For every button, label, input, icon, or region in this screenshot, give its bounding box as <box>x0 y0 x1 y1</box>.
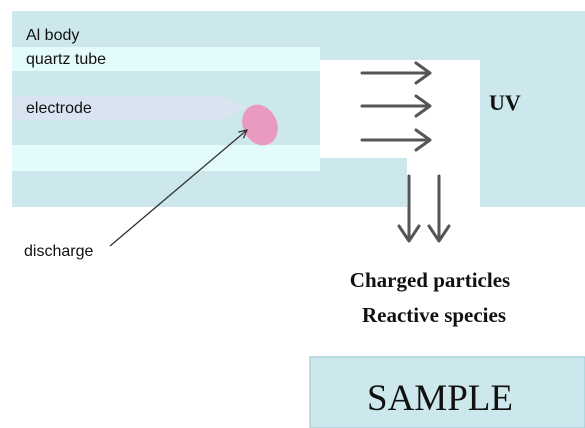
electrode-label: electrode <box>26 100 92 117</box>
products-line-1: Charged particles <box>350 268 510 292</box>
down-arrow-2 <box>427 174 451 243</box>
down-arrow-1 <box>397 174 421 243</box>
electrode <box>12 96 246 120</box>
al-body-label: Al body <box>26 27 79 44</box>
uv-arrow-3 <box>360 128 432 152</box>
sample-box <box>309 356 585 428</box>
uv-arrow-2 <box>360 94 432 118</box>
sample-label: SAMPLE <box>367 378 513 419</box>
quartz-tube-upper <box>12 47 320 71</box>
uv-arrows <box>360 61 432 152</box>
uv-label: UV <box>489 90 521 115</box>
discharge-pointer <box>109 130 247 247</box>
discharge-ellipse <box>242 104 278 146</box>
quartz-tube-label: quartz tube <box>26 51 106 68</box>
quartz-tube-lower <box>12 145 320 171</box>
discharge-label: discharge <box>24 243 93 260</box>
down-arrows <box>397 174 451 243</box>
products-line-2: Reactive species <box>362 303 506 327</box>
uv-arrow-1 <box>360 61 432 85</box>
